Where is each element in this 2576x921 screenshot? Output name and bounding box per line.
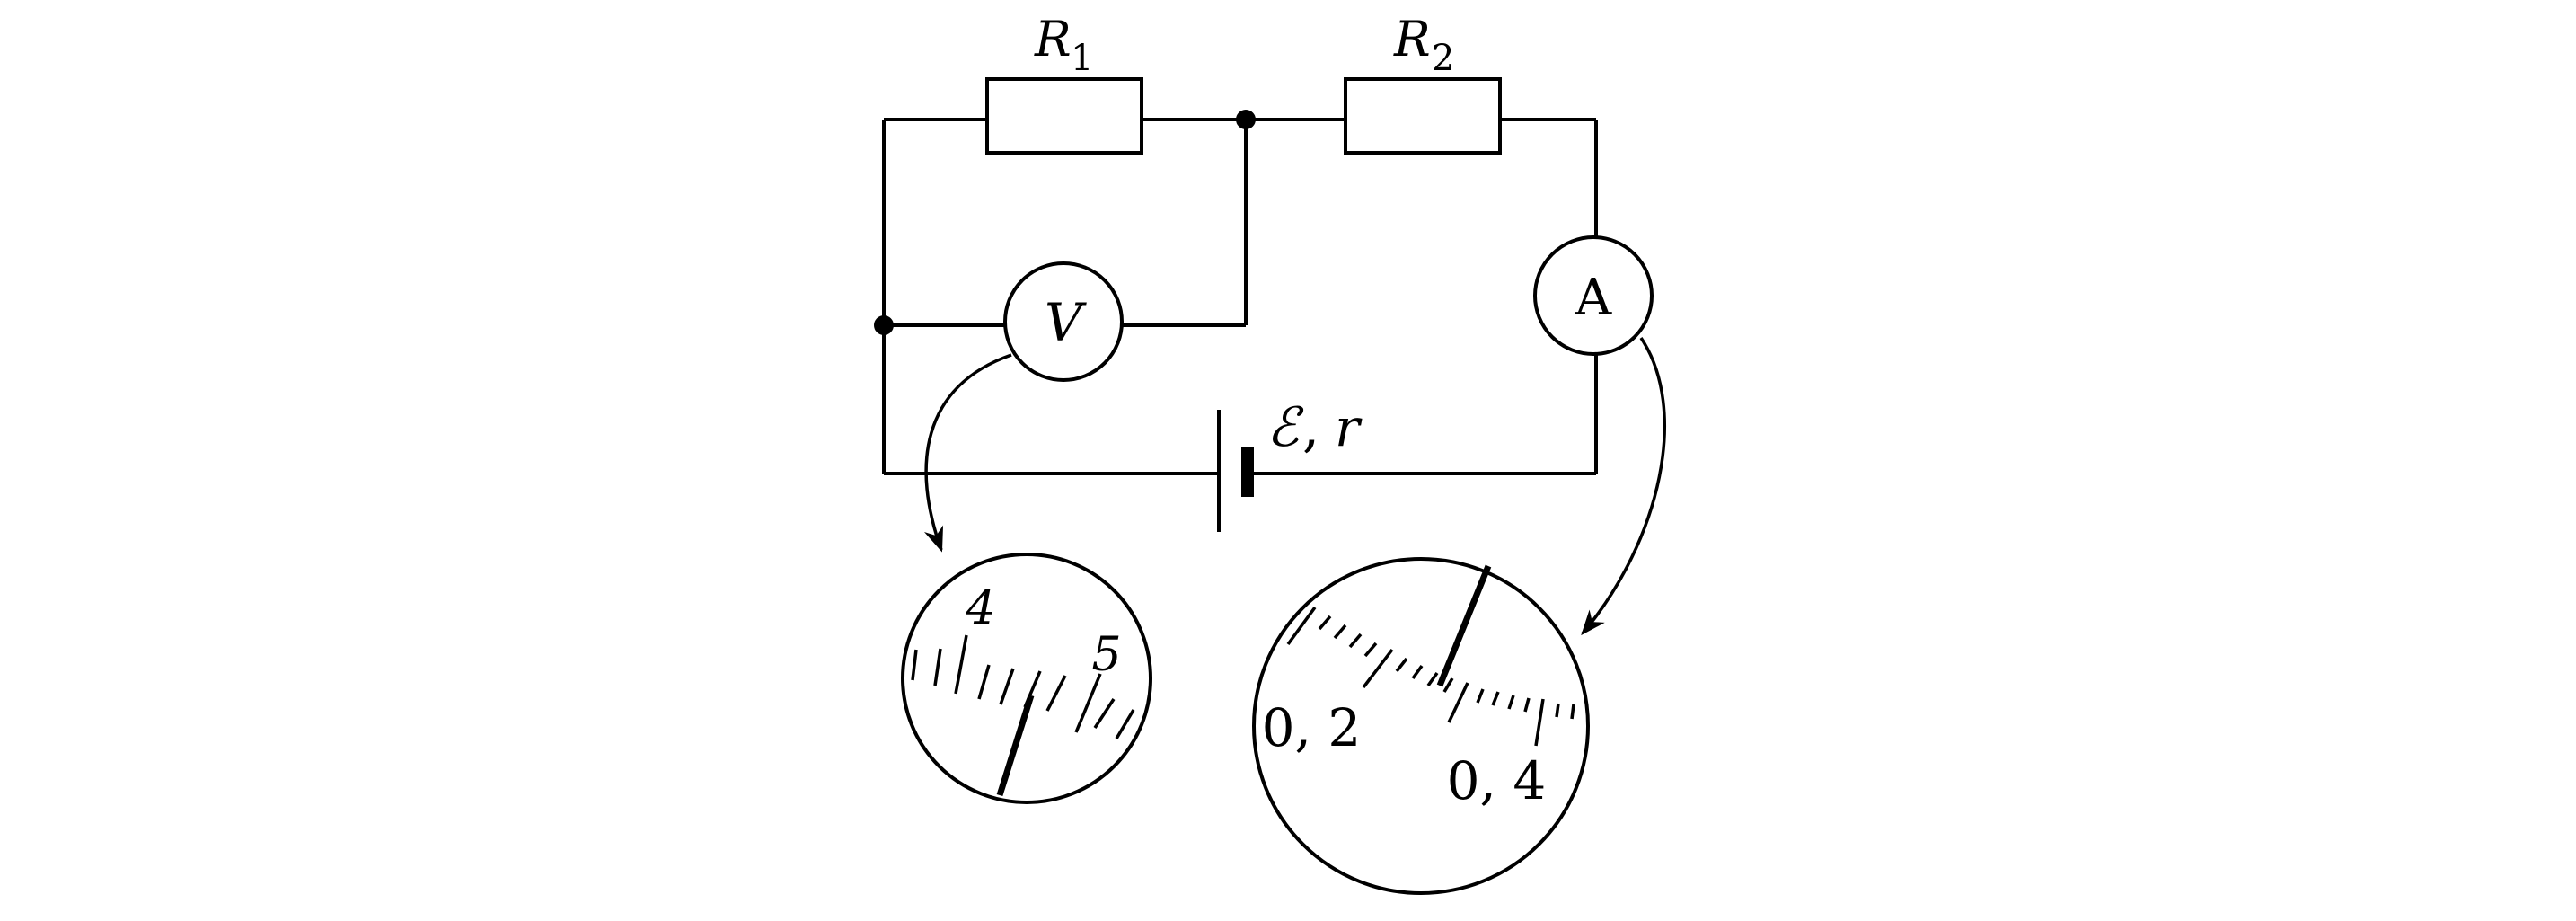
resistor-r2: R 2 xyxy=(1344,11,1502,155)
ammeter-dial-label-0-4: 0, 4 xyxy=(1447,750,1547,811)
ammeter: A xyxy=(1533,235,1654,356)
resistor-r1: R 1 xyxy=(985,11,1143,155)
voltmeter: V xyxy=(1003,261,1124,382)
battery: ℰ , r xyxy=(1217,396,1363,532)
ammeter-label: A xyxy=(1575,269,1612,327)
voltmeter-dial-label-5: 5 xyxy=(1091,628,1121,682)
voltmeter-needle xyxy=(996,694,1035,797)
resistor-r2-symbol: R xyxy=(1393,11,1431,67)
ammeter-dial: 0, 2 0, 4 xyxy=(1252,557,1590,895)
resistor-r1-symbol: R xyxy=(1034,11,1072,67)
ammeter-dial-label-0-2: 0, 2 xyxy=(1262,697,1362,758)
emf-symbol: ℰ xyxy=(1266,396,1304,459)
ammeter-needle xyxy=(1436,564,1492,687)
internal-resistance-symbol: r xyxy=(1335,397,1363,458)
junction-node-top xyxy=(1236,110,1256,129)
ammeter-dial-scale xyxy=(1286,606,1575,747)
ammeter-callout-arrow xyxy=(1581,337,1666,636)
junction-node-left xyxy=(874,315,894,335)
voltmeter-dial-label-4: 4 xyxy=(965,581,995,635)
voltmeter-dial: 4 5 xyxy=(901,553,1152,804)
resistor-r1-subscript: 1 xyxy=(1071,38,1093,79)
emf-separator: , xyxy=(1302,396,1319,459)
resistor-r2-subscript: 2 xyxy=(1432,38,1454,79)
voltmeter-callout-arrow xyxy=(923,353,1012,553)
wires xyxy=(882,118,1598,475)
voltmeter-label: V xyxy=(1045,292,1087,353)
